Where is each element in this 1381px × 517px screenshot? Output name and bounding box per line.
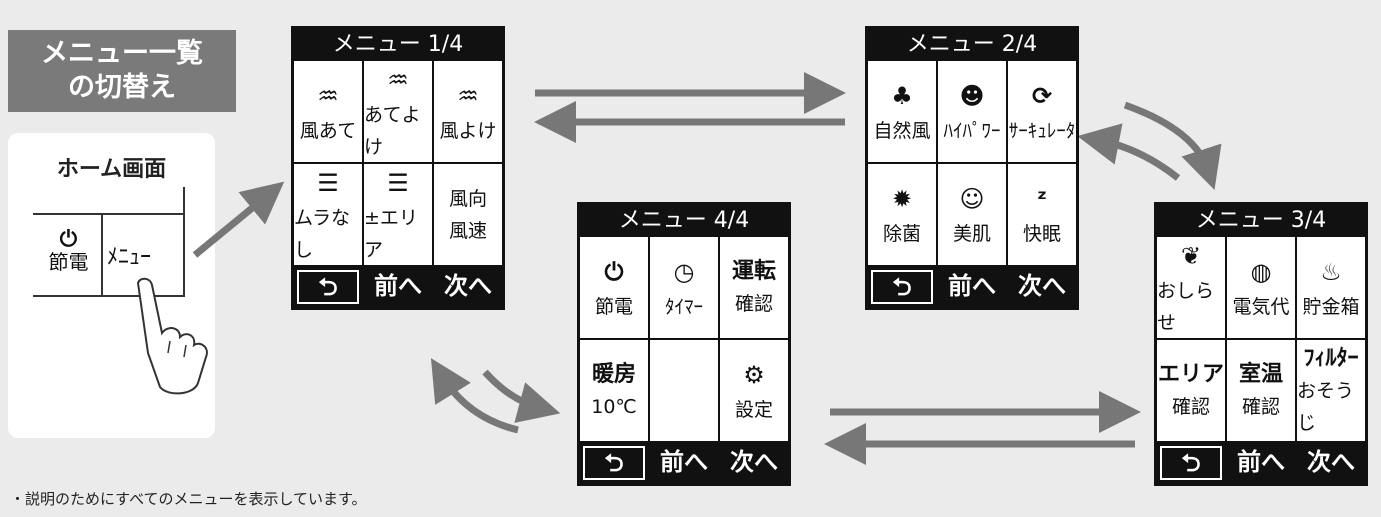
arrow-menu2-to-menu3 — [1123, 101, 1222, 190]
menu-item-kaze-yoke[interactable]: ♒風よけ — [434, 61, 502, 162]
panel-header: メニュー 3/4 — [1195, 208, 1327, 233]
high-power-icon: ☻ — [959, 81, 985, 110]
menu-item-muranashi[interactable]: ☰ムラなし — [294, 164, 362, 265]
home-screen-card: ホーム画面 ⏻ 節電 ﾒﾆｭｰ — [8, 133, 215, 438]
menu-item-circulator[interactable]: ⟳ｻｰｷｭﾚｰﾀ — [1008, 61, 1076, 162]
arrow-menu3-to-menu2 — [1077, 123, 1181, 181]
menu-item-skin-care[interactable]: ☺美肌 — [938, 164, 1006, 265]
home-screen-title: ホーム画面 — [56, 157, 167, 182]
menu-item-kaze-ate[interactable]: ♒風あて — [294, 61, 362, 162]
airflow-direct-icon: ♒ — [317, 81, 339, 110]
menu-item-sterilize[interactable]: ✹除菌 — [868, 164, 936, 265]
skin-care-icon: ☺ — [959, 184, 985, 213]
area-icon: ☰ — [387, 168, 409, 197]
menu-panel-3: メニュー 3/4 ❦おしらせ ◍電気代 ♨貯金箱 エリア確認 室温確認 ﾌｨﾙﾀ… — [1154, 202, 1368, 486]
section-title-line-2: の切替え — [68, 72, 176, 103]
panel-header: メニュー 1/4 — [332, 32, 464, 57]
even-airflow-icon: ☰ — [317, 168, 339, 197]
prev-button[interactable]: 前へ — [1237, 448, 1285, 476]
menu-item-savings-box[interactable]: ♨貯金箱 — [1297, 237, 1365, 338]
home-menu-button[interactable]: ﾒﾆｭｰ — [107, 245, 152, 270]
pointing-hand-icon — [136, 277, 208, 395]
menu-item-natural-wind[interactable]: ♣自然風 — [868, 61, 936, 162]
arrow-menu4-to-menu1 — [430, 358, 519, 434]
menu-item-settings[interactable]: ⚙設定 — [720, 340, 788, 441]
back-button[interactable]: ⮌ — [871, 270, 933, 304]
wallet-icon: ◍ — [1250, 257, 1272, 286]
arrow-home-to-menu1 — [192, 181, 285, 258]
arrow-menu1-to-menu4 — [482, 369, 561, 423]
menu-item-timer[interactable]: ◷ﾀｲﾏｰ — [650, 237, 718, 338]
menu-item-area[interactable]: ☰±エリア — [364, 164, 432, 265]
airflow-avoid-person-icon: ♒ — [387, 65, 409, 94]
leaf-icon: ❦ — [1180, 241, 1202, 270]
footnote: ・説明のためにすべてのメニューを表示しています。 — [10, 490, 367, 508]
menu-panel-1: メニュー 1/4 ♒風あて ♒あてよけ ♒風よけ ☰ムラなし ☰±エリア 風向風… — [291, 26, 505, 310]
menu-item-area-check[interactable]: エリア確認 — [1157, 340, 1225, 441]
next-button[interactable]: 次へ — [444, 272, 492, 300]
panel-header: メニュー 4/4 — [618, 208, 750, 233]
airflow-avoid-icon: ♒ — [457, 81, 479, 110]
menu-item-electricity-cost[interactable]: ◍電気代 — [1227, 237, 1295, 338]
next-button[interactable]: 次へ — [730, 448, 778, 476]
menu-panel-2: メニュー 2/4 ♣自然風 ☻ﾊｲﾊﾟﾜｰ ⟳ｻｰｷｭﾚｰﾀ ✹除菌 ☺美肌 ᶻ… — [865, 26, 1079, 310]
menu-item-filter-clean[interactable]: ﾌｨﾙﾀｰおそうじ — [1297, 340, 1365, 441]
clock-icon: ◷ — [673, 257, 695, 286]
gear-icon: ⚙ — [743, 360, 765, 389]
prev-button[interactable]: 前へ — [374, 272, 422, 300]
back-button[interactable]: ⮌ — [1160, 446, 1222, 480]
sterilize-icon: ✹ — [891, 184, 913, 213]
section-title-line-1: メニュー一覧 — [41, 38, 203, 69]
home-screen-frame: ⏻ 節電 ﾒﾆｭｰ — [33, 187, 185, 297]
home-power-save-label: 節電 — [48, 250, 89, 274]
menu-item-operation-check[interactable]: 運転確認 — [720, 237, 788, 338]
home-power-save-button[interactable]: ⏻ 節電 — [41, 227, 96, 274]
menu-item-wind-direction-speed[interactable]: 風向風速 — [434, 164, 502, 265]
menu-item-ateyoke[interactable]: ♒あてよけ — [364, 61, 432, 162]
menu-item-power-save[interactable]: ⏻節電 — [580, 237, 648, 338]
natural-wind-icon: ♣ — [891, 81, 913, 110]
next-button[interactable]: 次へ — [1307, 448, 1355, 476]
menu-item-high-power[interactable]: ☻ﾊｲﾊﾟﾜｰ — [938, 61, 1006, 162]
circulator-icon: ⟳ — [1031, 81, 1053, 110]
section-title: メニュー一覧 の切替え — [8, 30, 236, 112]
menu-item-notice[interactable]: ❦おしらせ — [1157, 237, 1225, 338]
next-button[interactable]: 次へ — [1018, 272, 1066, 300]
back-button[interactable]: ⮌ — [297, 270, 359, 304]
power-save-icon: ⏻ — [604, 257, 624, 286]
back-button[interactable]: ⮌ — [583, 446, 645, 480]
menu-item-empty — [650, 340, 718, 441]
power-save-icon: ⏻ — [59, 227, 78, 252]
prev-button[interactable]: 前へ — [948, 272, 996, 300]
piggy-bank-icon: ♨ — [1320, 257, 1342, 286]
sleep-icon: ᶻ — [1036, 184, 1048, 213]
prev-button[interactable]: 前へ — [660, 448, 708, 476]
menu-item-room-temp-check[interactable]: 室温確認 — [1227, 340, 1295, 441]
panel-header: メニュー 2/4 — [906, 32, 1038, 57]
